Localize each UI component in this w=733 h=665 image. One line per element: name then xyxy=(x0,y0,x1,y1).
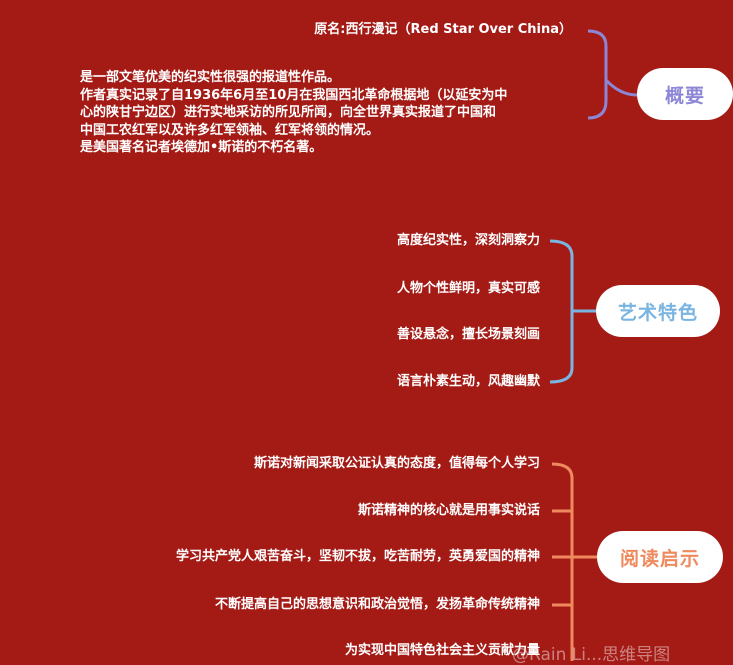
art-item: 语言朴素生动，风趣幽默 xyxy=(396,374,540,389)
art-node-label: 艺术特色 xyxy=(617,301,698,324)
summary-link xyxy=(604,78,638,97)
reading-item: 为实现中国特色社会主义贡献力量 xyxy=(344,643,540,658)
reading-item: 斯诺精神的核心就是用事实说话 xyxy=(357,503,540,518)
summary-line: 是一部文笔优美的纪实性很强的报道性作品。 xyxy=(80,70,341,85)
reading-bracket xyxy=(551,462,574,661)
reading-node[interactable]: 阅读启示 xyxy=(597,531,723,583)
summary-node-label: 概要 xyxy=(664,84,705,107)
summary-node[interactable]: 概要 xyxy=(637,68,733,120)
summary-line: 心的陕甘宁边区）进行实地采访的所见所闻，向全世界真实报道了中国和 xyxy=(80,105,497,120)
summary-line: 是美国著名记者埃德加•斯诺的不朽名著。 xyxy=(80,140,323,155)
summary-text: 是一部文笔优美的纪实性很强的报道性作品。 作者真实记录了自1936年6月至10月… xyxy=(80,69,600,157)
watermark: @Rain Li...思维导图 xyxy=(512,645,671,665)
reading-item: 不断提高自己的思想意识和政治觉悟，发扬革命传统精神 xyxy=(214,597,540,612)
reading-item: 学习共产党人艰苦奋斗，坚韧不拔，吃苦耐劳，英勇爱国的精神 xyxy=(175,549,540,564)
art-node[interactable]: 艺术特色 xyxy=(596,285,720,337)
art-bracket xyxy=(549,239,574,384)
reading-item: 斯诺对新闻采取公证认真的态度，值得每个人学习 xyxy=(253,456,540,471)
reading-node-label: 阅读启示 xyxy=(619,547,700,570)
art-item: 人物个性鲜明，真实可感 xyxy=(396,281,540,296)
summary-line: 作者真实记录了自1936年6月至10月在我国西北革命根据地（以延安为中 xyxy=(80,87,508,103)
summary-line: 中国工农红军以及许多红军领袖、红军将领的情况。 xyxy=(80,122,380,138)
art-item: 高度纪实性，深刻洞察力 xyxy=(396,233,540,248)
art-item: 善设悬念，擅长场景刻画 xyxy=(396,327,540,342)
original-title: 原名:西行漫记（Red Star Over China） xyxy=(314,22,572,37)
